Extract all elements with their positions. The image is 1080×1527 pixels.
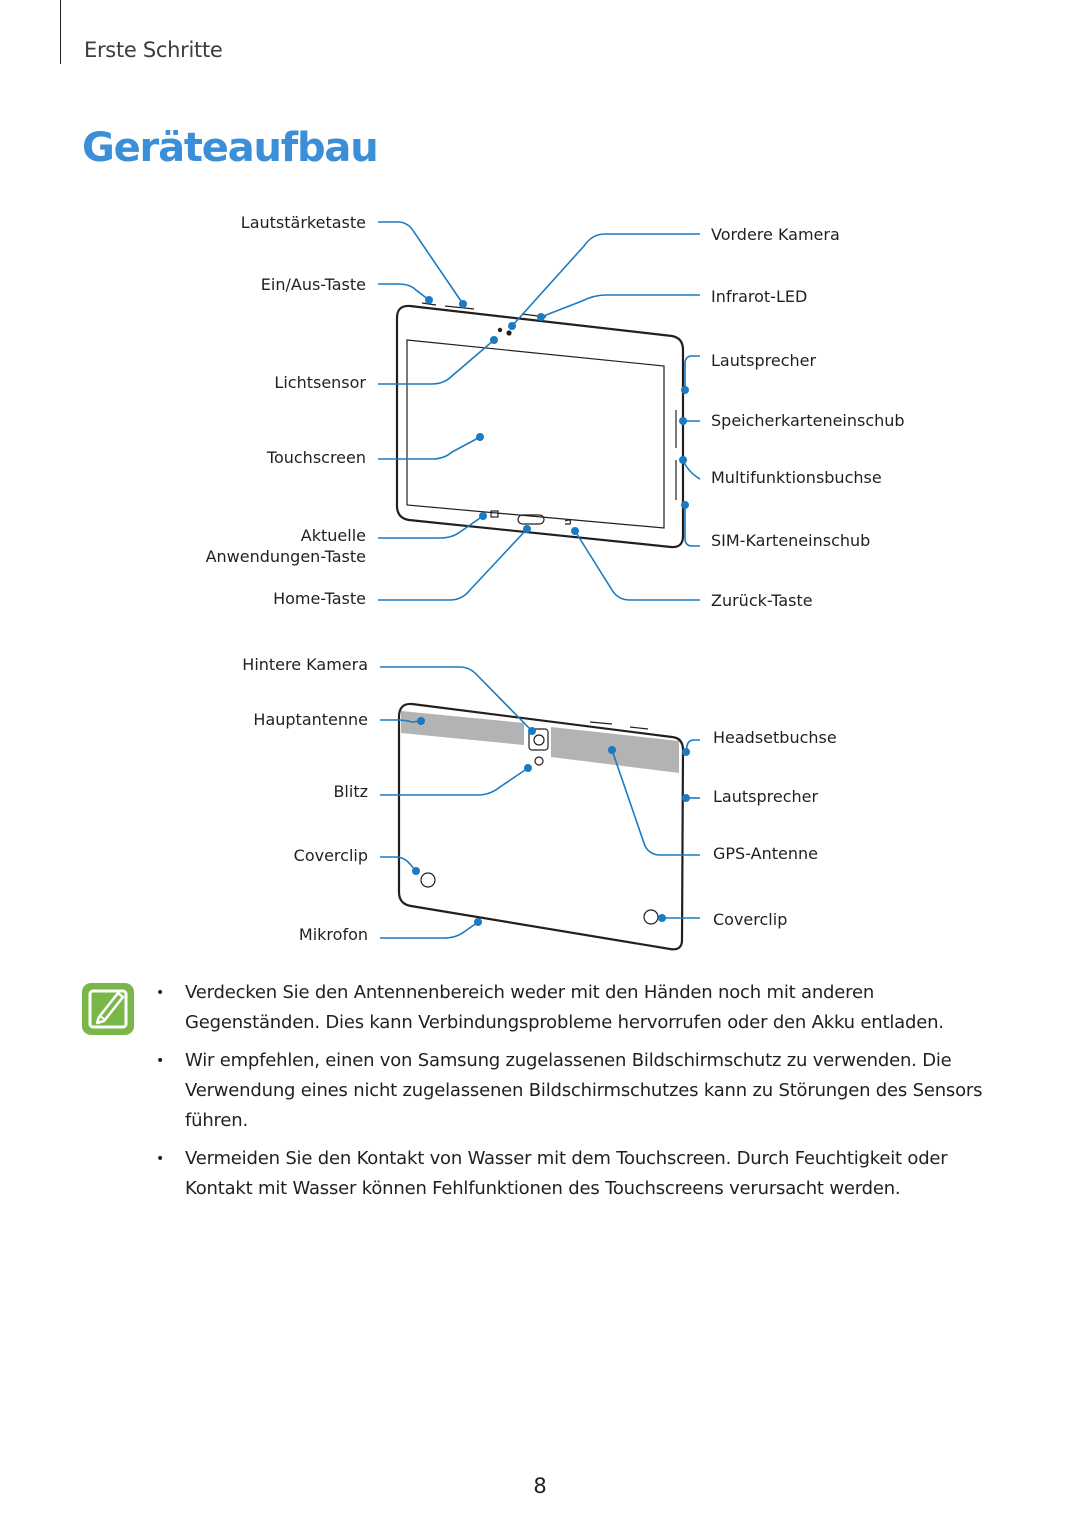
front-camera-lens-icon [506, 330, 512, 336]
tablet-back [397, 702, 685, 951]
label-lautsprecher-back: Lautsprecher [713, 787, 818, 806]
page-title: Geräteaufbau [82, 125, 379, 171]
note-item: •Verdecken Sie den Antennenbereich weder… [156, 982, 944, 1033]
label-coverclip-left: Coverclip [294, 846, 368, 865]
label-infrarot-led: Infrarot-LED [711, 287, 807, 306]
label-home-taste: Home-Taste [273, 589, 366, 608]
label-sim-karteneinschub: SIM-Karteneinschub [711, 531, 870, 550]
rear-camera-lens-icon [533, 734, 545, 746]
front-sensor-icon [497, 327, 503, 333]
coverclip-right-icon [643, 909, 659, 925]
label-coverclip-right: Coverclip [713, 910, 787, 929]
label-lautsprecher-front: Lautsprecher [711, 351, 816, 370]
note-text: Vermeiden Sie den Kontakt von Wasser mit… [185, 1148, 948, 1199]
label-blitz: Blitz [333, 782, 368, 801]
home-button-icon [517, 514, 545, 525]
label-aktuelle: Aktuelle [301, 526, 366, 545]
device-diagram: Lautstärketaste Ein/Aus-Taste Lichtsenso… [206, 213, 905, 951]
rear-camera-module-icon [528, 728, 549, 751]
label-touchscreen: Touchscreen [266, 448, 366, 467]
label-vordere-kamera: Vordere Kamera [711, 225, 840, 244]
front-callouts [378, 221, 701, 601]
page-number: 8 [533, 1474, 547, 1498]
label-multifunktionsbuchse: Multifunktionsbuchse [711, 468, 882, 487]
note-text: Wir empfehlen, einen von Samsung zugelas… [185, 1050, 983, 1131]
label-hintere-kamera: Hintere Kamera [242, 655, 368, 674]
label-lichtsensor: Lichtsensor [274, 373, 366, 392]
header-rule [60, 0, 61, 64]
coverclip-left-icon [420, 872, 436, 888]
flash-icon [534, 756, 544, 766]
main-antenna-area [401, 711, 524, 745]
section-title: Erste Schritte [84, 38, 223, 62]
tablet-front [395, 302, 685, 549]
back-glyph-icon [564, 519, 572, 525]
note-list: •Verdecken Sie den Antennenbereich weder… [156, 978, 986, 1212]
back-callouts [380, 666, 700, 939]
label-speicherkarteneinschub: Speicherkarteneinschub [711, 411, 905, 430]
note-text: Verdecken Sie den Antennenbereich weder … [185, 982, 944, 1033]
note-pencil-icon [82, 983, 134, 1035]
label-headsetbuchse: Headsetbuchse [713, 728, 837, 747]
note-item: •Vermeiden Sie den Kontakt von Wasser mi… [156, 1148, 948, 1199]
label-lautstaerketaste: Lautstärketaste [241, 213, 366, 232]
label-zurueck-taste: Zurück-Taste [711, 591, 813, 610]
label-ein-aus-taste: Ein/Aus-Taste [261, 275, 366, 294]
note-item: •Wir empfehlen, einen von Samsung zugela… [156, 1050, 983, 1131]
label-anwendungen-taste: Anwendungen-Taste [206, 547, 366, 566]
label-gps-antenne: GPS-Antenne [713, 844, 818, 863]
recent-apps-glyph-icon [490, 510, 499, 518]
label-mikrofon: Mikrofon [299, 925, 368, 944]
label-hauptantenne: Hauptantenne [253, 710, 368, 729]
